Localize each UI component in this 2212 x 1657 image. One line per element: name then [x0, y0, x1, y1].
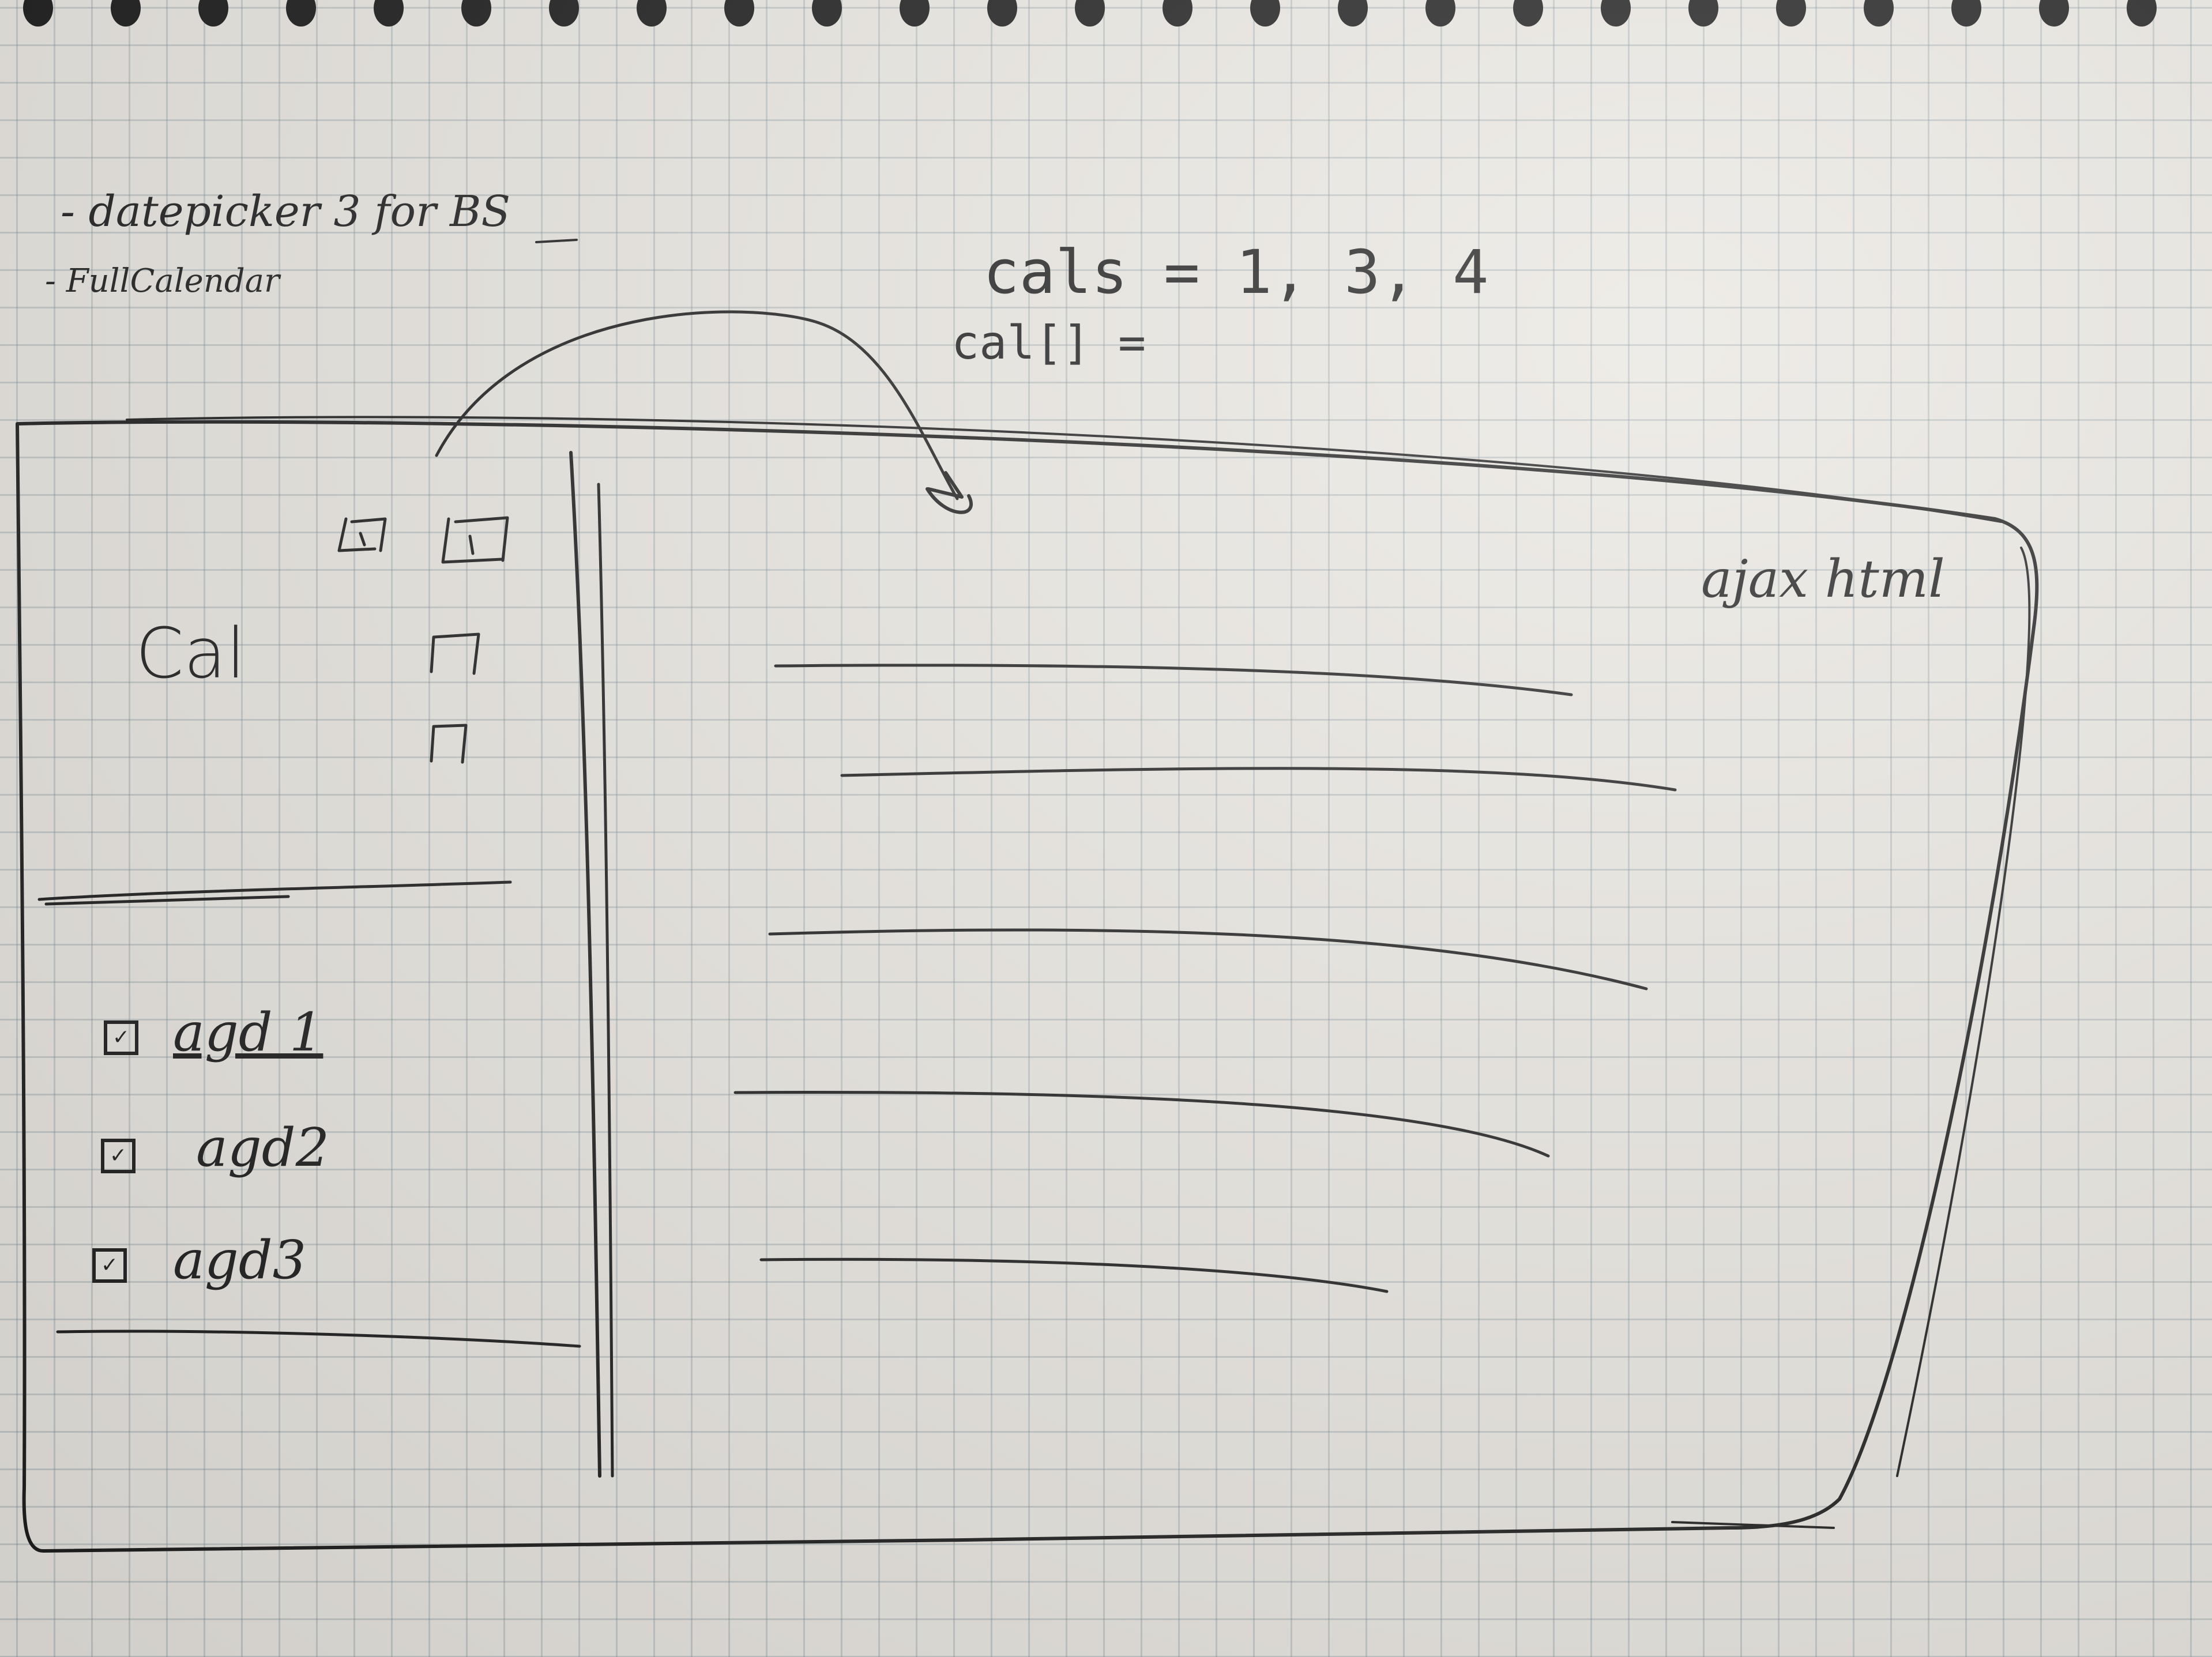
window-frame-bottom-overstroke: [1671, 1521, 1835, 1529]
curved-arrow-icon: [435, 310, 959, 500]
calendar-bracket-icon: [430, 724, 468, 764]
underline-stroke: [535, 239, 578, 243]
cal-label: Cal: [136, 614, 246, 694]
ajax-html-label: ajax html: [1701, 549, 1945, 609]
sidebar-divider: [569, 451, 601, 1478]
window-frame: [16, 420, 2039, 1553]
sidebar-separator-bottom: [56, 1330, 581, 1348]
content-line: [759, 1257, 1389, 1293]
calendar-bracket-icon: [441, 516, 509, 564]
note-datepicker: - datepicker 3 for BS: [61, 187, 511, 236]
content-line: [768, 928, 1648, 991]
annotation-cal-array: cal[] =: [951, 316, 1146, 370]
content-line: [733, 1090, 1550, 1158]
note-fullcalendar: - FullCalendar: [45, 262, 280, 300]
sidebar-divider-second: [597, 483, 614, 1478]
checkbox-icon[interactable]: ✓: [92, 1248, 127, 1283]
calendar-bracket-icon: [430, 632, 480, 675]
agenda-label[interactable]: agd 1: [173, 1001, 323, 1063]
annotation-cals: cals = 1, 3, 4: [983, 237, 1489, 307]
sidebar-separator-top: [37, 880, 512, 906]
window-frame-top-overstroke: [126, 416, 2002, 523]
arrow-head: [926, 471, 973, 514]
checkbox-icon[interactable]: ✓: [104, 1020, 138, 1055]
agenda-label[interactable]: agd2: [196, 1117, 330, 1178]
window-frame-right-overstroke: [1896, 547, 2031, 1477]
calendar-bracket-icon: [337, 517, 387, 552]
content-line: [840, 767, 1677, 792]
content-line: [774, 664, 1573, 696]
checkbox-icon[interactable]: ✓: [101, 1139, 136, 1173]
agenda-label[interactable]: agd3: [173, 1229, 307, 1291]
